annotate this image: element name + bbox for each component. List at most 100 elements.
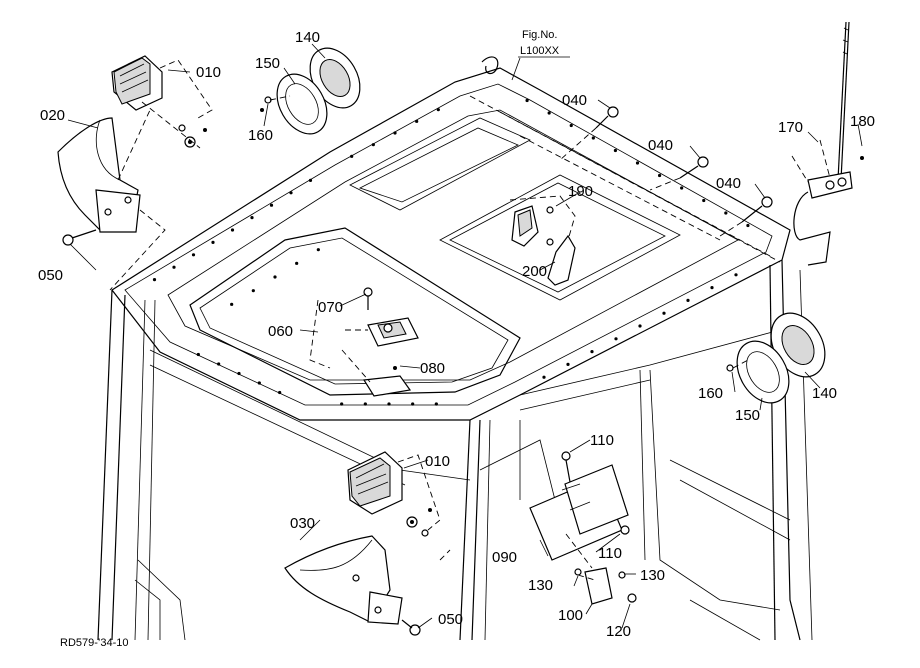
label-060: 060 xyxy=(268,323,293,340)
cab-pillars xyxy=(97,259,813,641)
fig-no-value: L100XX xyxy=(520,45,560,57)
label-150-upper: 150 xyxy=(255,55,280,72)
bolt-hole xyxy=(635,161,640,165)
bolt-hole xyxy=(680,186,684,190)
bolt-hole xyxy=(217,362,221,366)
bolt-hole xyxy=(251,289,255,293)
bolt-hole xyxy=(662,311,666,315)
label-010-lower: 010 xyxy=(425,453,450,470)
bolt-hole xyxy=(191,253,196,257)
label-050-lower: 050 xyxy=(438,611,463,628)
label-010-upper: 010 xyxy=(196,64,221,81)
bolt-hole xyxy=(196,352,200,357)
label-130-left: 130 xyxy=(528,577,553,594)
light-bracket-upper xyxy=(57,109,166,291)
bolt-hole xyxy=(710,286,714,290)
label-070: 070 xyxy=(318,299,343,316)
bolt-hole xyxy=(211,240,215,244)
bolt-hole xyxy=(614,337,618,341)
bolt-hole xyxy=(250,216,254,220)
sunroof-handle xyxy=(509,195,576,286)
label-140-upper: 140 xyxy=(295,29,320,46)
bolt-hole xyxy=(569,123,573,128)
label-050-upper: 050 xyxy=(38,267,63,284)
bolt-hole xyxy=(566,362,570,366)
bolt-hole xyxy=(746,223,750,228)
bolt-hole xyxy=(734,273,738,277)
bolt-hole xyxy=(547,111,551,115)
bolt-hole xyxy=(434,402,438,406)
bolt-hole xyxy=(393,131,397,135)
room-lamp xyxy=(309,287,419,397)
label-180: 180 xyxy=(850,113,875,130)
label-110-upper: 110 xyxy=(590,432,614,449)
bolt-hole xyxy=(230,302,234,306)
label-170: 170 xyxy=(778,119,803,136)
work-light-upper xyxy=(111,55,213,149)
bolt-hole xyxy=(686,298,690,302)
bolt-hole xyxy=(172,265,176,269)
label-110-lower: 110 xyxy=(598,545,622,562)
bolt-hole xyxy=(371,143,375,147)
bolt-hole xyxy=(278,390,282,395)
drawing-code: RD579-’34-10 xyxy=(60,637,128,649)
label-090: 090 xyxy=(492,549,517,566)
light-bracket-lower xyxy=(284,535,451,636)
bolt-hole xyxy=(308,178,313,182)
part-labels: 010 020 140 150 160 040 040 040 170 180 … xyxy=(38,29,875,640)
label-160-upper: 160 xyxy=(248,127,273,144)
bolt-hole xyxy=(350,154,354,158)
cab-roof-frame xyxy=(111,56,791,421)
label-120: 120 xyxy=(606,623,631,640)
bolt-050-upper xyxy=(62,229,97,246)
bolt-hole xyxy=(657,173,662,178)
bolt-hole xyxy=(590,350,594,354)
fig-no-label: Fig.No. xyxy=(522,29,557,41)
mount-bracket-assembly xyxy=(529,451,637,605)
label-040-b: 040 xyxy=(648,137,673,154)
label-140-right: 140 xyxy=(812,385,837,402)
bolt-hole xyxy=(525,98,529,103)
bolt-hole xyxy=(724,211,728,215)
bolt-hole xyxy=(273,275,277,279)
label-160-right: 160 xyxy=(698,385,723,402)
bolt-hole xyxy=(387,402,391,406)
speaker-right xyxy=(726,312,826,404)
frame-bolt-holes xyxy=(152,98,750,406)
label-080: 080 xyxy=(420,360,445,377)
bolt-hole xyxy=(295,261,299,265)
figure-number: Fig.No. L100XX xyxy=(511,29,570,81)
label-100: 100 xyxy=(558,607,583,624)
bolt-hole xyxy=(638,324,642,328)
label-030: 030 xyxy=(290,515,315,532)
bolt-hole xyxy=(702,198,706,203)
bolt-hole xyxy=(316,248,320,252)
label-040-c: 040 xyxy=(716,175,741,192)
bolt-hole xyxy=(152,278,157,282)
speaker-upper xyxy=(260,47,361,135)
antenna xyxy=(791,21,864,266)
bolt-hole xyxy=(237,371,241,376)
label-200: 200 xyxy=(522,263,547,280)
bolt-hole xyxy=(542,375,546,379)
label-130-right: 130 xyxy=(640,567,665,584)
label-040-a: 040 xyxy=(562,92,587,109)
bolt-hole xyxy=(591,136,595,140)
bolt-hole xyxy=(257,381,261,385)
bolt-hole xyxy=(411,402,415,406)
bolt-hole xyxy=(340,402,344,406)
bolt-hole xyxy=(269,203,274,207)
leader-lines xyxy=(67,43,863,629)
bolt-hole xyxy=(230,228,235,232)
bolt-hole xyxy=(415,119,419,123)
bolts-040 xyxy=(559,106,773,237)
label-190: 190 xyxy=(568,183,593,200)
bolt-hole xyxy=(613,148,618,153)
bolt-hole xyxy=(289,191,293,195)
label-150-right: 150 xyxy=(735,407,760,424)
label-020: 020 xyxy=(40,107,65,124)
bolt-hole xyxy=(363,402,367,406)
work-light-lower xyxy=(347,451,441,537)
bolt-hole xyxy=(436,108,440,112)
